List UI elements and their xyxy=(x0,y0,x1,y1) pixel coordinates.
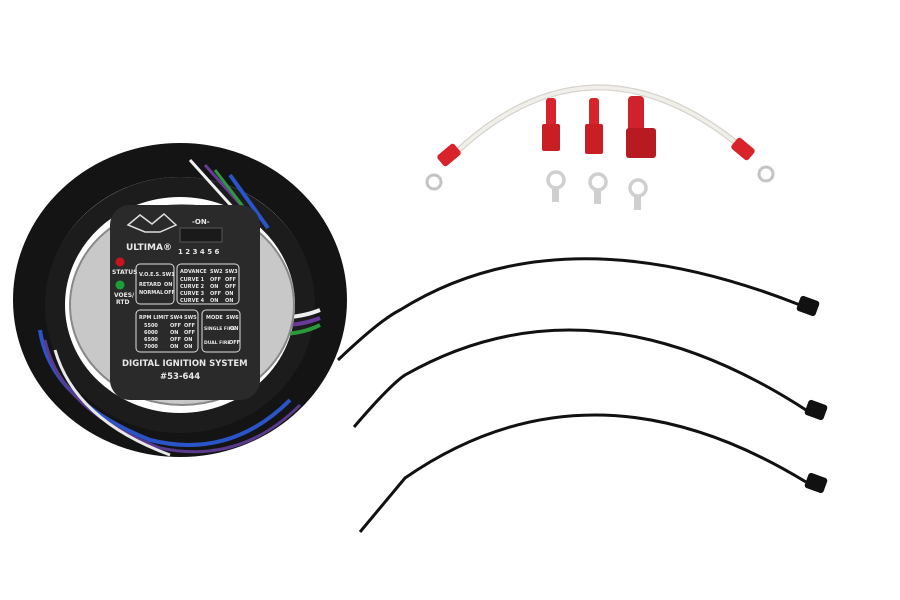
svg-text:CURVE 1: CURVE 1 xyxy=(180,277,205,283)
svg-text:SW6: SW6 xyxy=(226,315,239,321)
svg-text:SW4: SW4 xyxy=(170,315,183,321)
svg-text:7000: 7000 xyxy=(144,344,158,350)
svg-text:ON: ON xyxy=(184,344,192,350)
svg-text:6000: 6000 xyxy=(144,330,158,336)
svg-text:ON: ON xyxy=(170,330,178,336)
product-title: DIGITAL IGNITION SYSTEM xyxy=(122,359,248,369)
red-crimp-left xyxy=(437,143,461,167)
svg-text:CURVE 2: CURVE 2 xyxy=(180,284,205,290)
svg-text:OFF: OFF xyxy=(229,340,240,346)
spade-connectors xyxy=(542,96,656,158)
svg-text:OFF: OFF xyxy=(170,337,181,343)
voes-led xyxy=(115,280,125,290)
svg-text:NORMAL: NORMAL xyxy=(139,290,164,296)
svg-text:V.O.E.S.: V.O.E.S. xyxy=(139,272,161,278)
svg-text:ON: ON xyxy=(164,282,172,288)
svg-text:ON: ON xyxy=(225,298,233,304)
rpm-limit-table xyxy=(135,309,199,353)
voes-table xyxy=(135,263,175,305)
svg-text:ON: ON xyxy=(210,298,218,304)
status-led xyxy=(115,257,125,267)
svg-text:ADVANCE: ADVANCE xyxy=(180,269,207,275)
part-number: #53-644 xyxy=(160,372,200,382)
ring-terminals xyxy=(546,170,648,210)
svg-text:OFF: OFF xyxy=(225,277,236,283)
svg-text:RPM LIMIT: RPM LIMIT xyxy=(139,315,169,321)
on-label: -ON- xyxy=(192,218,210,226)
svg-text:DUAL FIRE: DUAL FIRE xyxy=(204,340,230,346)
svg-text:SW2: SW2 xyxy=(210,269,223,275)
svg-text:OFF: OFF xyxy=(184,330,195,336)
svg-text:OFF: OFF xyxy=(210,277,221,283)
dip-switch-block[interactable] xyxy=(179,227,223,243)
svg-text:SINGLE FIRE: SINGLE FIRE xyxy=(204,326,235,332)
svg-text:CURVE 4: CURVE 4 xyxy=(180,298,205,304)
svg-text:ON: ON xyxy=(230,326,238,332)
svg-text:CURVE 3: CURVE 3 xyxy=(180,291,205,297)
svg-text:SW3: SW3 xyxy=(225,269,238,275)
svg-text:RETARD: RETARD xyxy=(139,282,161,288)
svg-text:MODE: MODE xyxy=(206,315,223,321)
voes-label: VOES/ xyxy=(114,292,135,299)
brand-label: ULTIMA® xyxy=(126,243,172,253)
red-crimp-right xyxy=(731,137,755,161)
cable-ties xyxy=(336,257,828,533)
status-label: STATUS xyxy=(112,269,137,276)
ring-terminal-right xyxy=(757,165,775,183)
advance-table xyxy=(176,263,240,305)
svg-text:5500: 5500 xyxy=(144,323,158,329)
svg-text:ON: ON xyxy=(225,291,233,297)
jumper-wire xyxy=(425,84,775,191)
svg-text:ON: ON xyxy=(210,284,218,290)
svg-text:OFF: OFF xyxy=(225,284,236,290)
rtd-label: RTD xyxy=(116,299,129,306)
ultima-logo-icon xyxy=(126,213,178,233)
ring-terminal-left xyxy=(425,173,443,191)
svg-text:SW1: SW1 xyxy=(162,272,175,278)
ignition-module: ULTIMA® -ON- 1 2 3 4 5 6 STATUS VOES/ RT… xyxy=(69,204,295,406)
switch-numbers: 1 2 3 4 5 6 xyxy=(178,248,220,256)
mode-table xyxy=(201,309,241,353)
svg-text:OFF: OFF xyxy=(170,323,181,329)
svg-text:OFF: OFF xyxy=(210,291,221,297)
svg-text:OFF: OFF xyxy=(164,290,175,296)
svg-text:ON: ON xyxy=(170,344,178,350)
svg-text:SW5: SW5 xyxy=(184,315,197,321)
svg-text:6500: 6500 xyxy=(144,337,158,343)
svg-text:OFF: OFF xyxy=(184,323,195,329)
svg-text:ON: ON xyxy=(184,337,192,343)
